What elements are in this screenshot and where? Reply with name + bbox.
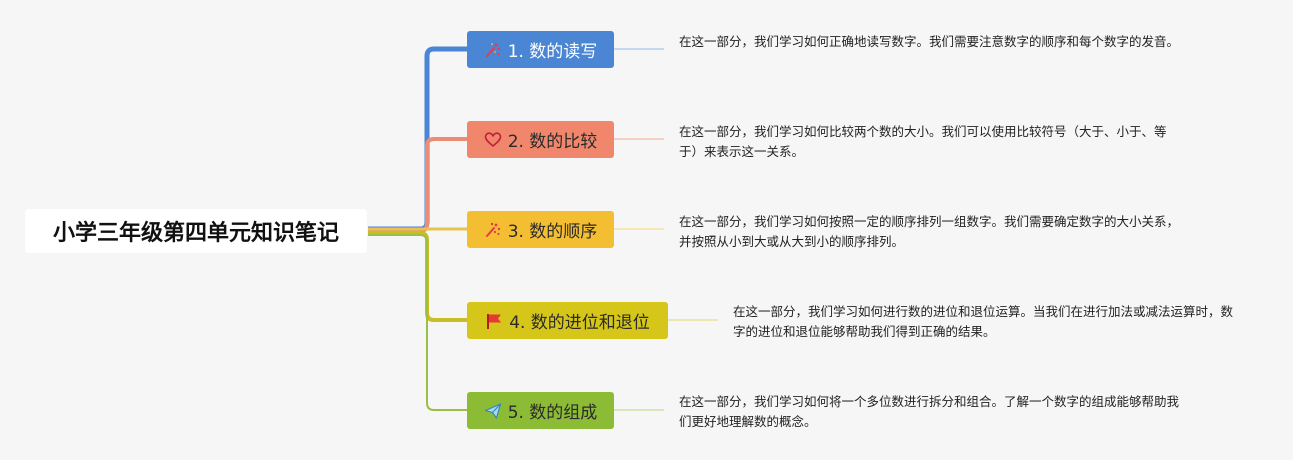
branch-label-1: 1. 数的读写 [507,42,598,62]
branch-node-4[interactable]: 4. 数的进位和退位 [467,302,668,339]
paper-plane-icon [484,402,502,420]
heart-icon [484,131,502,149]
branch-node-5[interactable]: 5. 数的组成 [467,392,614,429]
branch-note-3: 在这一部分，我们学习如何按照一定的顺序排列一组数字。我们需要确定数字的大小关系，… [679,214,1180,249]
root-topic[interactable]: 小学三年级第四单元知识笔记 [25,209,367,253]
branch-note-1: 在这一部分，我们学习如何正确地读写数字。我们需要注意数字的顺序和每个数字的发音。 [679,34,1180,49]
branch-note-4: 在这一部分，我们学习如何进行数的进位和退位运算。当我们在进行加法或减法运算时，数… [733,304,1234,339]
flag-icon [485,312,503,330]
branch-label-5: 5. 数的组成 [507,403,598,423]
connector-branch-4 [368,231,467,322]
branch-label-4: 4. 数的进位和退位 [509,313,650,333]
branch-label-3: 3. 数的顺序 [507,222,598,242]
branch-node-3[interactable]: 3. 数的顺序 [467,211,614,248]
connector-branch-2 [368,137,467,233]
branch-label-2: 2. 数的比较 [507,132,598,152]
branch-note-5: 在这一部分，我们学习如何将一个多位数进行拆分和组合。了解一个数字的组成能够帮助我… [679,394,1180,429]
branch-node-1[interactable]: 1. 数的读写 [467,31,614,68]
fireworks-icon [484,221,502,239]
connector-branch-5 [368,234,467,411]
fireworks-icon [484,41,502,59]
branch-note-2: 在这一部分，我们学习如何比较两个数的大小。我们可以使用比较符号（大于、小于、等于… [679,124,1167,159]
branch-node-2[interactable]: 2. 数的比较 [467,121,614,158]
